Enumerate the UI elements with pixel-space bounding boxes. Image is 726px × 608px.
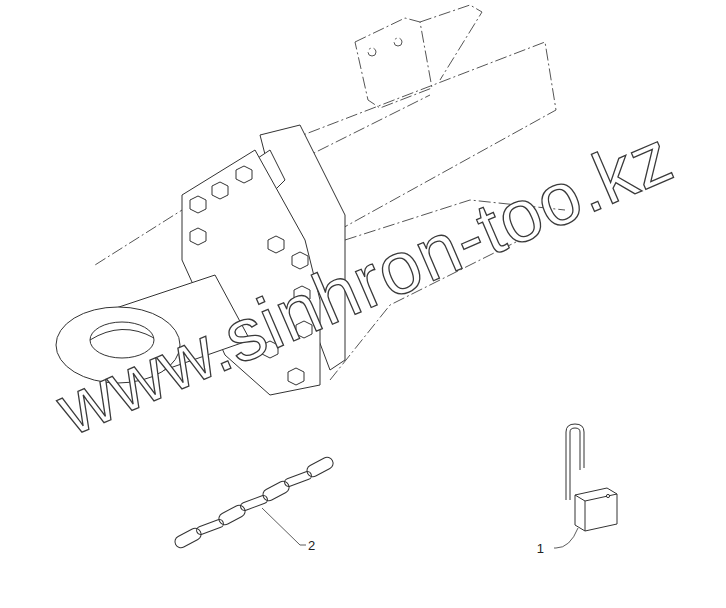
bracket-hole [368, 48, 376, 56]
watermark: www.sinhron-too.kz [47, 119, 682, 448]
leader-line [554, 528, 578, 548]
frame-outline [95, 205, 190, 265]
callout-number: 2 [308, 539, 315, 552]
bracket-hole [394, 38, 402, 46]
chain [173, 455, 335, 550]
bracket-plate [355, 18, 432, 108]
bracket-arm [420, 5, 482, 80]
frame-outline [300, 95, 430, 160]
leader-line [262, 508, 306, 545]
callout-number: 1 [537, 542, 544, 555]
padlock [566, 424, 617, 531]
